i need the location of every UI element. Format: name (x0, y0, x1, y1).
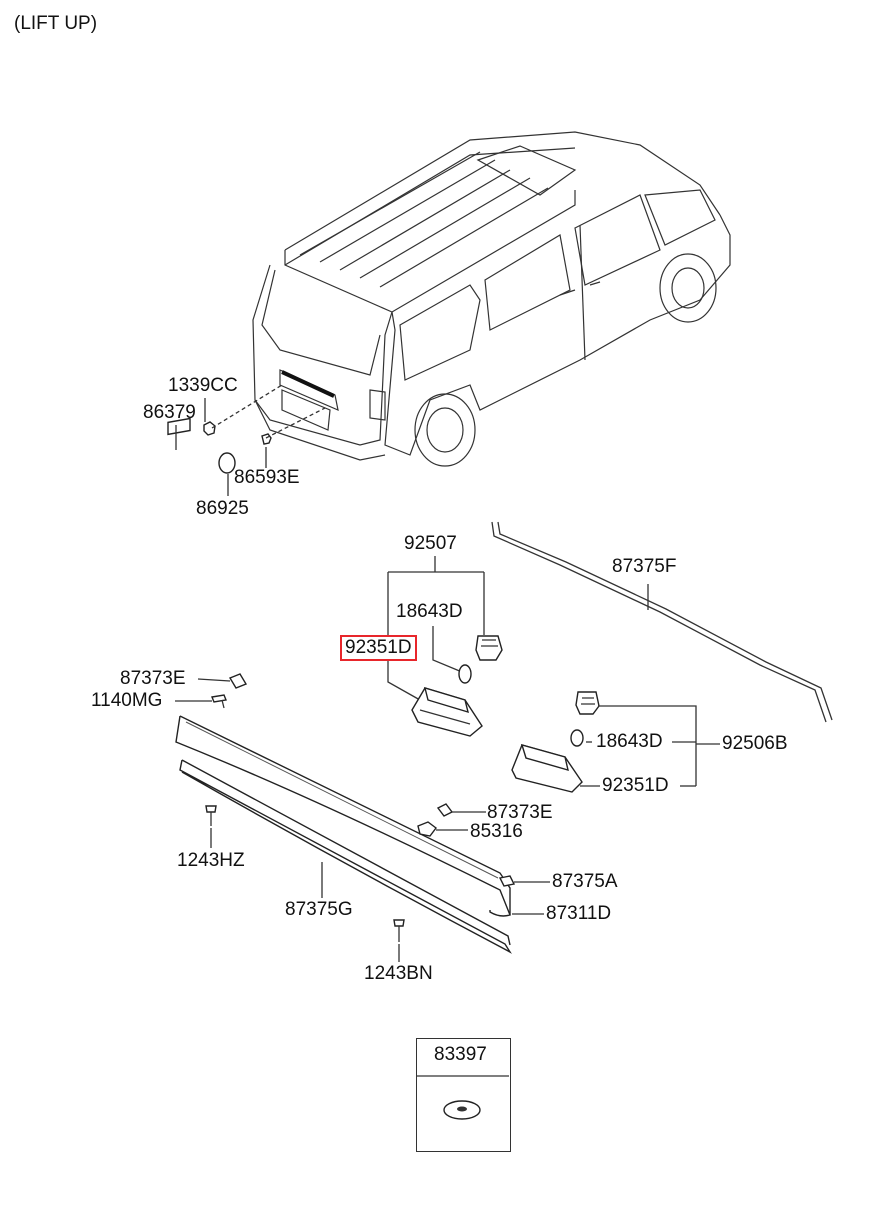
label-92351D-upper-highlighted[interactable]: 92351D (340, 635, 417, 661)
label-1243BN[interactable]: 1243BN (364, 963, 433, 984)
label-18643D-upper[interactable]: 18643D (396, 601, 463, 622)
part-83397-illustration (417, 1075, 509, 1120)
tailgate-hardware (167, 384, 326, 474)
label-1339CC[interactable]: 1339CC (168, 375, 238, 396)
label-92506B[interactable]: 92506B (722, 733, 788, 754)
weatherstrip-87375F (491, 521, 833, 723)
part-83397-box (416, 1038, 511, 1152)
diagram-header: (LIFT UP) (14, 13, 98, 34)
label-86925[interactable]: 86925 (196, 498, 249, 519)
label-1243HZ[interactable]: 1243HZ (177, 850, 245, 871)
label-87311D[interactable]: 87311D (546, 903, 612, 924)
license-lamp-upper (387, 556, 503, 737)
label-83397[interactable]: 83397 (434, 1044, 487, 1065)
label-87375F[interactable]: 87375F (612, 556, 677, 577)
vehicle-illustration (252, 131, 731, 467)
label-1140MG[interactable]: 1140MG (91, 690, 163, 711)
label-86379[interactable]: 86379 (143, 402, 196, 423)
label-85316[interactable]: 85316 (470, 821, 523, 842)
label-87375G[interactable]: 87375G (285, 899, 353, 920)
garnish-fasteners (205, 803, 550, 962)
label-87373E-right[interactable]: 87373E (487, 802, 553, 823)
label-86593E[interactable]: 86593E (234, 467, 300, 488)
label-92507[interactable]: 92507 (404, 533, 457, 554)
clip-and-screw-left (175, 673, 248, 709)
label-92351D-lower[interactable]: 92351D (602, 775, 669, 796)
label-18643D-lower[interactable]: 18643D (596, 731, 663, 752)
label-87375A[interactable]: 87375A (552, 871, 618, 892)
license-lamp-lower (511, 691, 720, 793)
tailgate-garnish (175, 715, 512, 954)
label-87373E-left[interactable]: 87373E (120, 668, 186, 689)
